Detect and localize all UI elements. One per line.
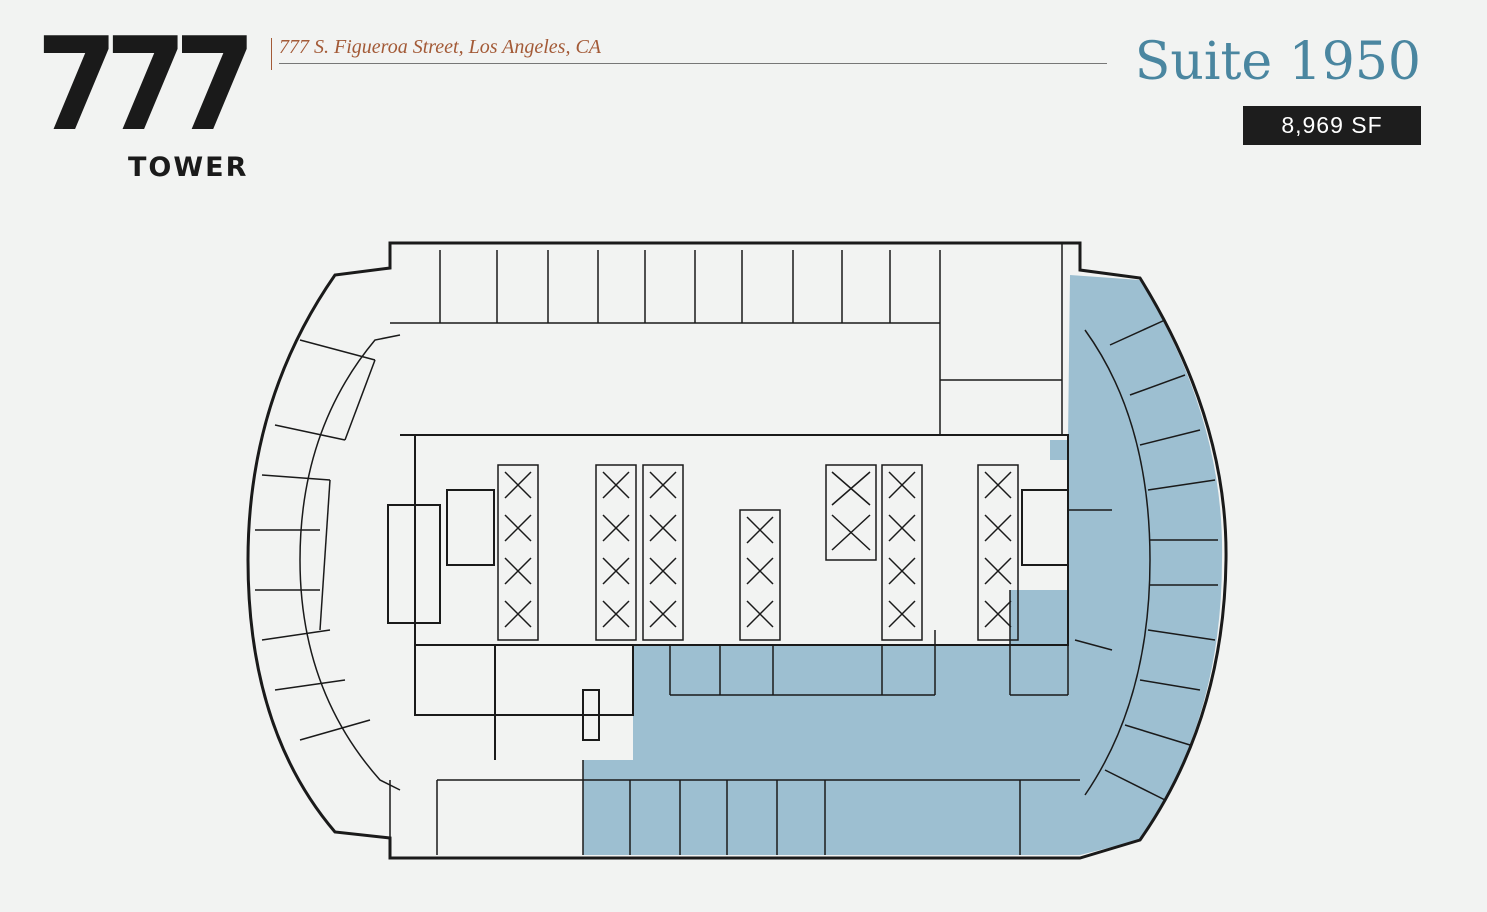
building-address: 777 S. Figueroa Street, Los Angeles, CA — [279, 36, 602, 58]
address-divider — [271, 38, 272, 70]
west-offices — [255, 339, 376, 741]
suite-1950-area[interactable] — [583, 275, 1223, 855]
area-badge: 8,969 SF — [1243, 106, 1421, 145]
interior-perimeter — [299, 334, 401, 791]
north-offices — [390, 243, 1063, 435]
east-offices — [1104, 319, 1218, 801]
south-offices — [389, 760, 1080, 855]
suite-interior-walls — [669, 509, 1113, 696]
exterior-wall — [246, 241, 1228, 860]
logo-number: 777 — [36, 11, 256, 160]
building-core — [387, 434, 1069, 760]
suite-title: Suite 1950 — [1134, 32, 1421, 92]
interior-perimeter-right — [1084, 329, 1151, 796]
logo-word: TOWER — [128, 152, 249, 183]
elevators — [497, 464, 1019, 641]
address-rule — [279, 63, 1107, 64]
